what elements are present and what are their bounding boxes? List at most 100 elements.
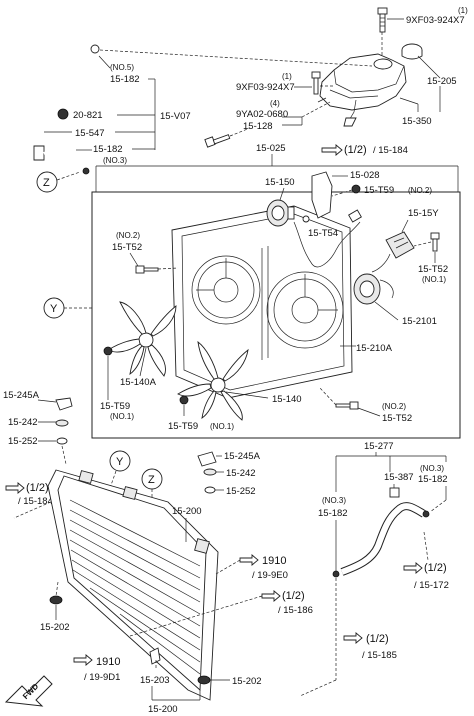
label-15-245a-right: 15-245A: [224, 451, 261, 462]
bracket-15-028-icon: [311, 171, 333, 219]
label-15-t59-left-note: (NO.1): [110, 412, 134, 421]
ref-15-185: / 15-185: [362, 650, 397, 661]
ref-15-184b-arrow-icon: [5, 482, 25, 494]
insulator-252-left-icon: [56, 437, 68, 445]
bolt-t52-right-icon: [430, 232, 440, 252]
callout-y-top-label: Y: [50, 303, 58, 315]
label-bolt-mid: 9XF03-924X7: [236, 82, 295, 93]
label-15-t59-no2-note: (NO.2): [408, 186, 432, 195]
label-15-2101: 15-2101: [402, 316, 437, 327]
label-15-242-left: 15-242: [8, 417, 38, 428]
ref-19-9d1: / 19-9D1: [84, 672, 120, 683]
label-bolt-mid-qty: (1): [282, 72, 292, 81]
label-15-205: 15-205: [427, 76, 457, 87]
ref-15-186: / 15-186: [278, 605, 313, 616]
nut-t59-no2-icon: [351, 184, 361, 194]
insulator-202-left-icon: [49, 595, 63, 605]
label-15-203: 15-203: [140, 675, 170, 686]
ref-15-184-frac: (1/2): [344, 144, 367, 156]
label-15-025: 15-025: [256, 143, 286, 154]
insulator-242-right-icon: [203, 468, 217, 476]
fan-resistor-icon: [371, 231, 415, 273]
bolt-t52-bottom-icon: [335, 401, 359, 410]
upper-hose-icon: [32, 44, 100, 161]
nut-t59-bottom-icon: [179, 395, 189, 405]
ref-1910b: 1910: [96, 656, 120, 668]
label-15-t59-no2: 15-T59: [364, 185, 394, 196]
drain-plug-icon: [149, 647, 161, 665]
insulator-202-right-icon: [197, 675, 211, 685]
label-15-210a: 15-210A: [356, 343, 393, 354]
label-15-t52-right: 15-T52: [418, 264, 448, 275]
label-15-t54: 15-T54: [308, 228, 338, 239]
label-15-252-left: 15-252: [8, 436, 38, 447]
bolt-t52-left-icon: [135, 265, 159, 274]
bolt-top-icon: [377, 7, 388, 33]
ref-15-184b-frac: (1/2): [26, 482, 49, 494]
label-15-182-no5: 15-182: [110, 74, 140, 85]
label-15-140: 15-140: [272, 394, 302, 405]
label-15-t52-left-note: (NO.2): [116, 231, 140, 240]
ref-15-184b: / 15-184: [18, 496, 53, 507]
ref-15-185-arrow-icon: [343, 632, 363, 644]
label-15-t52-bottom: 15-T52: [382, 413, 412, 424]
label-15-v07: 15-V07: [160, 111, 191, 122]
label-20-821: 20-821: [73, 110, 103, 121]
fan-shroud-icon: [171, 205, 353, 399]
wiring-harness-icon: [293, 209, 362, 268]
callout-y-bottom: [109, 450, 131, 472]
mount-245a-left-icon: [55, 397, 73, 411]
label-bolt-9ya-qty: (4): [270, 99, 280, 108]
label-15-182-no3: 15-182: [93, 144, 123, 155]
label-15-t52-left: 15-T52: [112, 242, 142, 253]
label-15-242-right: 15-242: [226, 468, 256, 479]
label-bolt-top-qty: (1): [458, 6, 468, 15]
bolt-9ya-icon: [204, 134, 231, 148]
clamp-15-387-icon: [389, 484, 400, 498]
label-bolt-9ya: 9YA02-0680: [236, 109, 288, 120]
label-15-547: 15-547: [75, 128, 105, 139]
label-bolt-top: 9XF03-924X7: [406, 15, 465, 26]
insulator-252-right-icon: [204, 486, 216, 494]
label-15-182-r-note: (NO.3): [420, 464, 444, 473]
nut-t59-left-icon: [103, 346, 113, 356]
ref-15-186-frac: (1/2): [282, 590, 305, 602]
label-15-150: 15-150: [265, 177, 295, 188]
insulator-242-left-icon: [55, 419, 69, 427]
label-15-t59-bottom-note: (NO.1): [210, 422, 234, 431]
label-15-t59-left: 15-T59: [100, 401, 130, 412]
label-15-182-no3-note: (NO.3): [103, 156, 127, 165]
fan-blade-15-140a-icon: [107, 301, 177, 377]
label-15-140a: 15-140A: [120, 377, 157, 388]
label-15-387: 15-387: [384, 472, 414, 483]
label-15-200b: 15-200: [148, 704, 178, 715]
label-15-252-right: 15-252: [226, 486, 256, 497]
fan-blade-15-140-icon: [177, 340, 249, 421]
callout-y-bottom-label: Y: [116, 456, 124, 468]
label-15-028: 15-028: [350, 170, 380, 181]
ref-1910a: 1910: [262, 555, 286, 567]
ref-15-184: / 15-184: [373, 145, 408, 156]
bolt-mid-icon: [311, 71, 321, 95]
label-15-182-hose: 15-182: [318, 508, 348, 519]
label-15-128: 15-128: [243, 121, 273, 132]
label-15-200: 15-200: [172, 506, 202, 517]
lower-hose-icon: [43, 149, 90, 175]
clamp-20-821-icon: [57, 108, 69, 120]
radiator-hose-icon: [332, 502, 430, 578]
callout-z-top-label: Z: [43, 177, 50, 189]
ref-15-185-frac: (1/2): [366, 633, 389, 645]
label-15-15y: 15-15Y: [408, 208, 439, 219]
ref-15-172-arrow-icon: [403, 562, 423, 574]
fan-motor-15-150-icon: [266, 199, 295, 227]
ref-15-184-arrow-icon: [321, 144, 343, 156]
ref-19-9e0-arrow-icon: [239, 554, 259, 566]
ref-15-172-frac: (1/2): [424, 562, 447, 574]
label-15-182-r: 15-182: [418, 474, 448, 485]
ref-19-9d1-arrow-icon: [73, 654, 93, 666]
radiator-icon: [47, 469, 219, 701]
callout-z-bottom-label: Z: [148, 474, 155, 486]
coolant-reservoir-icon: [317, 53, 407, 127]
label-15-t52-bottom-note: (NO.2): [382, 402, 406, 411]
